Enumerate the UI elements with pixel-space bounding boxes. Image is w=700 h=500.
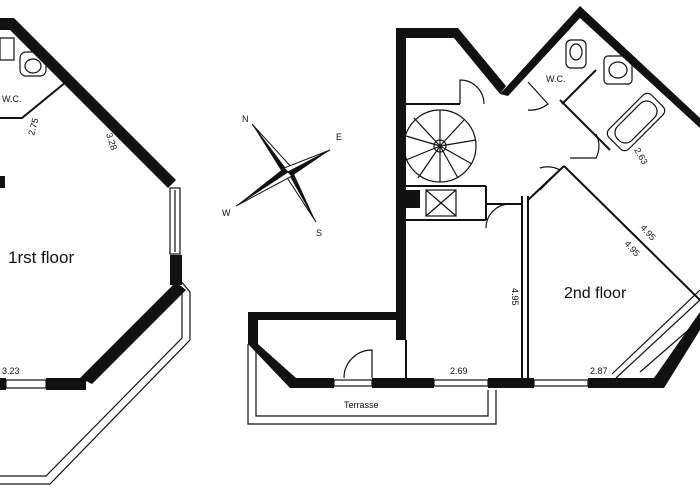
second-floor-dim-f: 2.87 <box>590 366 608 376</box>
second-floor-wall-west-upper <box>396 110 406 340</box>
second-floor-wall-north-right <box>500 6 700 128</box>
second-floor-dim-d: 4.95 <box>510 288 520 306</box>
second-floor-spiral-staircase <box>403 109 477 183</box>
second-floor-wall-south-3 <box>488 378 534 388</box>
second-floor-wall-se <box>654 312 700 388</box>
second-floor-plan: W.C. 2.63 4.95 4.95 4.95 2.69 2.87 2nd f… <box>247 6 700 425</box>
first-floor-wall-south <box>46 378 86 390</box>
second-floor-door-stairs <box>459 79 485 105</box>
second-floor-dim-c: 4.95 <box>623 239 642 259</box>
second-floor-terrace-label: Terrasse <box>344 400 379 410</box>
second-floor-window-south-1 <box>333 379 373 387</box>
second-floor-window-south-3 <box>533 379 589 387</box>
first-floor-toilet <box>19 51 47 77</box>
second-floor-wall-south-2 <box>372 378 434 388</box>
second-floor-toilet <box>565 39 587 69</box>
second-floor-wall-south-1 <box>290 378 334 388</box>
second-floor-dim-a: 2.63 <box>632 146 649 166</box>
second-floor-wc-label: W.C. <box>546 74 566 84</box>
second-floor-dim-b: 4.95 <box>639 223 658 243</box>
first-floor-plan: W.C. 2.75 3.28 3.23 1rst floor <box>0 18 191 485</box>
first-floor-dim-c: 3.23 <box>2 366 20 376</box>
second-floor-basin <box>603 55 633 85</box>
compass-rose: N E S W <box>222 114 342 238</box>
first-floor-window-east <box>169 187 181 255</box>
second-floor-door-bedroom <box>539 166 561 191</box>
first-floor-terrace <box>0 279 191 485</box>
second-floor-window-south-2 <box>433 379 489 387</box>
compass-e: E <box>336 132 342 142</box>
second-floor-wall-south-4 <box>588 378 658 388</box>
second-floor-dim-e: 2.69 <box>450 366 468 376</box>
second-floor-terrace <box>247 344 497 425</box>
second-floor-door-bath <box>570 133 600 159</box>
first-floor-dim-a: 2.75 <box>26 117 40 137</box>
first-floor-wc-label: W.C. <box>2 94 22 104</box>
first-floor-wall-diagonal-ne <box>0 18 176 188</box>
compass-n: N <box>242 114 249 124</box>
second-floor-wall-north-left <box>396 28 506 110</box>
first-floor-wc-partition <box>0 81 67 119</box>
first-floor-wall-east <box>170 255 182 285</box>
first-floor-window-south <box>5 379 47 389</box>
second-floor-title: 2nd floor <box>564 285 627 302</box>
second-floor-door-terrace <box>343 349 373 379</box>
second-floor-door-wc <box>527 81 549 111</box>
first-floor-wall-diagonal-se <box>80 282 186 384</box>
second-floor-door-shaft <box>485 203 511 229</box>
first-floor-title: 1rst floor <box>8 248 74 267</box>
second-floor-wall-terrace-sw <box>248 344 296 388</box>
second-floor-bathtub <box>606 92 666 152</box>
second-floor-shaft <box>425 189 457 217</box>
compass-s: S <box>316 228 322 238</box>
compass-w: W <box>222 208 231 218</box>
first-floor-wall-south-left <box>0 378 6 390</box>
second-floor-wall-terrace-north <box>248 312 406 344</box>
